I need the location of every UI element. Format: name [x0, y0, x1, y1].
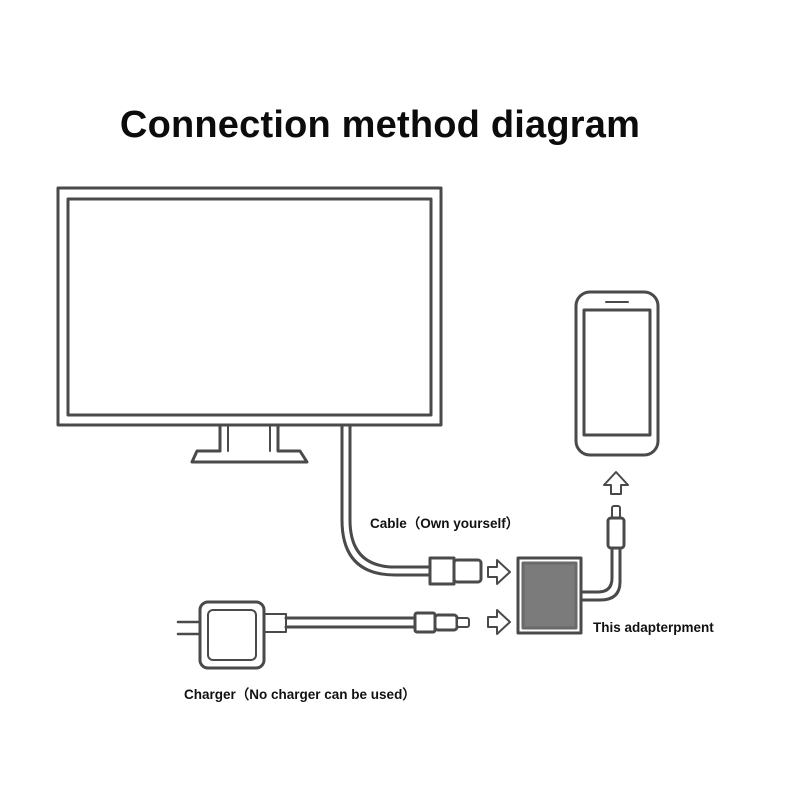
arrow-up-icon [603, 471, 629, 495]
hdmi-cable [340, 423, 483, 586]
arrow-right-icon [487, 559, 511, 585]
diagram-title: Connection method diagram [119, 104, 641, 146]
cable-label: Cable（Own yourself） [370, 516, 520, 531]
adapter-label: This adapterpment [593, 620, 714, 635]
power-adapter-icon [176, 600, 287, 670]
arrow-right-icon [487, 609, 511, 635]
lightning-plug-icon [606, 505, 626, 550]
smartphone-icon [574, 290, 660, 457]
charger-label: Charger（No charger can be used） [184, 687, 416, 702]
monitor-icon [56, 186, 443, 464]
adapter-box [516, 546, 622, 635]
charger-cable [284, 611, 470, 634]
